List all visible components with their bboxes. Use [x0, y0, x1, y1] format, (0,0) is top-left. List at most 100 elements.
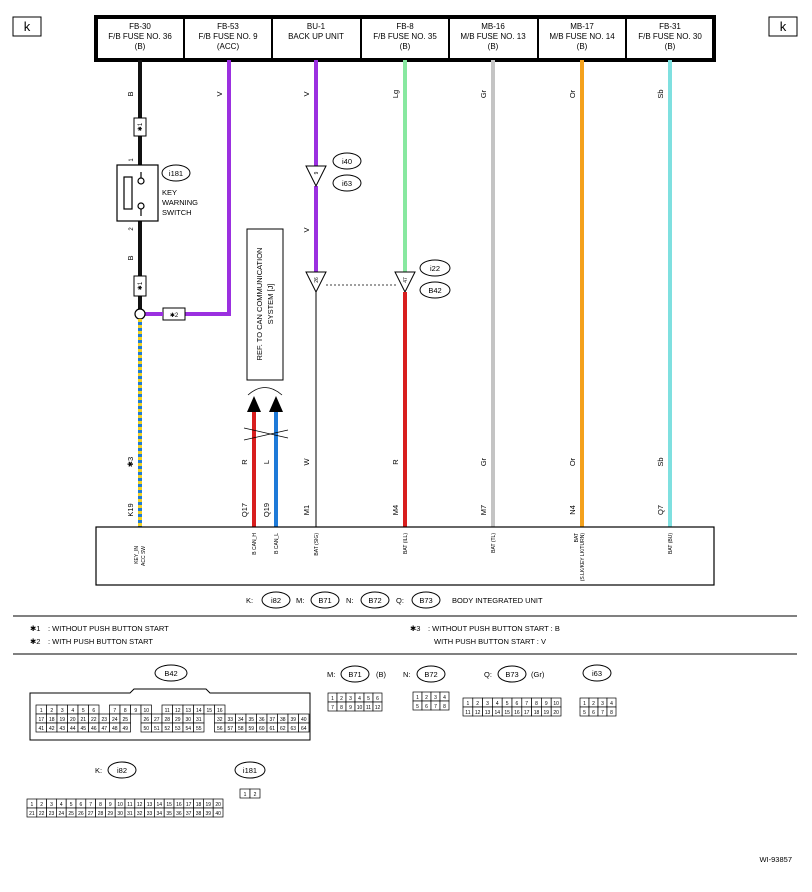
b42-pin-label: 62: [280, 726, 286, 732]
wire-label-r-can: R: [240, 459, 249, 465]
terminal-n4-name1: BAT: [574, 533, 580, 542]
wire-label-or-top: Or: [568, 89, 577, 98]
terminal-q19-name: B CAN_L: [274, 533, 280, 554]
view-b71-label: B71: [348, 670, 361, 679]
i63-pin-label: 2: [592, 701, 595, 707]
b42-pin-label: 16: [217, 708, 223, 714]
b42-pin-label: 10: [143, 708, 149, 714]
b71-pin-label: 8: [340, 705, 343, 711]
b73-pin-label: 7: [525, 701, 528, 707]
i82-pin-label: 39: [206, 811, 212, 817]
i82-pin-label: 29: [108, 811, 114, 817]
view-b42-badge: [154, 664, 188, 682]
fuse-mb16-name: M/B FUSE NO. 13: [460, 32, 526, 41]
b42-pin-label: 26: [143, 717, 149, 723]
i82-pin-label: 3: [50, 802, 53, 808]
i82-pin-label: 20: [215, 802, 221, 808]
b72-pin-label: 8: [443, 704, 446, 710]
b73-pin-label: 15: [504, 710, 510, 716]
b72-pin-label: 2: [425, 695, 428, 701]
i82-pin-label: 38: [196, 811, 202, 817]
fuse-fb31-code: FB-31: [659, 22, 681, 31]
wire-can-high-red: [247, 396, 261, 527]
i82-pin-label: 4: [60, 802, 63, 808]
b42-pin-label: 27: [154, 717, 160, 723]
connector-symbol-i40: [305, 165, 327, 188]
connector-i40-badge: [332, 152, 362, 170]
view-b73-color: (Gr): [531, 670, 545, 679]
note1-mark: ✱1: [30, 624, 40, 633]
i63-pin-label: 5: [583, 710, 586, 716]
wire-label-or-bot: Or: [568, 457, 577, 466]
splice-point: [134, 308, 146, 320]
key-switch-name-line3: SWITCH: [162, 208, 192, 217]
b73-pin-label: 18: [534, 710, 540, 716]
b42-pin-label: 20: [70, 717, 76, 723]
i82-pin-label: 35: [166, 811, 172, 817]
view-i181-badge: [234, 761, 266, 779]
b42-pin-label: 43: [59, 726, 65, 732]
view-b71-color: (B): [376, 670, 387, 679]
i82-pin-label: 32: [137, 811, 143, 817]
b42-pin-label: 13: [185, 708, 191, 714]
note2-text: : WITH PUSH BUTTON START: [48, 637, 153, 646]
star1-mark-lower: [133, 275, 147, 297]
connector-pin-47: 47: [403, 277, 409, 283]
corner-tag-left: [12, 16, 42, 37]
b42-pin-label: 38: [280, 717, 286, 723]
i82-pin-label: 19: [206, 802, 212, 808]
i82-pin-label: 7: [89, 802, 92, 808]
b71-pin-label: 12: [375, 705, 381, 711]
b42-pin-label: 1: [40, 708, 43, 714]
key-switch-body: [116, 164, 159, 222]
star2-mark-label: ✱2: [170, 312, 179, 319]
fuse-fb30-power: (B): [135, 42, 146, 51]
body-integrated-unit-box: [95, 526, 715, 586]
terminal-n4-code: N4: [568, 505, 577, 515]
b42-pin-label: 34: [238, 717, 244, 723]
terminal-k19-name1: KEY_IN: [134, 546, 140, 564]
b73-pin-label: 3: [486, 701, 489, 707]
i82-pin-label: 33: [147, 811, 153, 817]
terminal-m1-code: M1: [302, 505, 311, 515]
b42-pin-label: 63: [290, 726, 296, 732]
note3-text-a: : WITHOUT PUSH BUTTON START : B: [428, 624, 560, 633]
b71-pin-label: 7: [331, 705, 334, 711]
view-i82-badge: [107, 761, 137, 779]
note3-mark: ✱3: [410, 624, 420, 633]
view-b72-badge: [416, 665, 446, 683]
terminal-m4-code: M4: [391, 505, 400, 515]
legend-q-prefix: Q:: [396, 596, 404, 605]
fuse-mb16-code: MB-16: [481, 22, 505, 31]
key-switch-pin1: 1: [129, 158, 135, 162]
fuse-fb53-name: F/B FUSE NO. 9: [198, 32, 258, 41]
fuse-fb8-name: F/B FUSE NO. 35: [373, 32, 437, 41]
i82-pin-label: 28: [98, 811, 104, 817]
connector-pin-26: 26: [314, 277, 320, 283]
b42-pin-label: 54: [185, 726, 191, 732]
corner-tag-right-label: k: [780, 19, 787, 34]
b42-pin-label: 17: [38, 717, 44, 723]
i82-pin-label: 5: [70, 802, 73, 808]
b42-pin-label: 48: [112, 726, 118, 732]
b42-pin-label: 24: [112, 717, 118, 723]
i63-pin-cell: [606, 706, 617, 717]
fuse-header: FB-30 F/B FUSE NO. 36 (B) FB-53 F/B FUSE…: [94, 15, 716, 62]
b72-pin-label: 5: [416, 704, 419, 710]
wire-label-sb-top: Sb: [656, 89, 665, 98]
wire-label-w-m1: W: [302, 458, 311, 466]
wire-fb53-violet: [185, 60, 231, 316]
terminal-q7-code: Q7: [656, 505, 665, 515]
b71-pin-label: 9: [349, 705, 352, 711]
i82-pin-label: 37: [186, 811, 192, 817]
view-b72-label: B72: [424, 670, 437, 679]
fuse-mb17-power: (B): [577, 42, 588, 51]
wire-label-b-mid: B: [126, 255, 135, 260]
wire-label-lg: Lg: [391, 90, 400, 98]
wire-label-gr-top: Gr: [479, 89, 488, 98]
connector-b42-label: B42: [428, 286, 441, 295]
b73-pin-label: 10: [553, 701, 559, 707]
b71-pin-cell: [372, 701, 383, 712]
